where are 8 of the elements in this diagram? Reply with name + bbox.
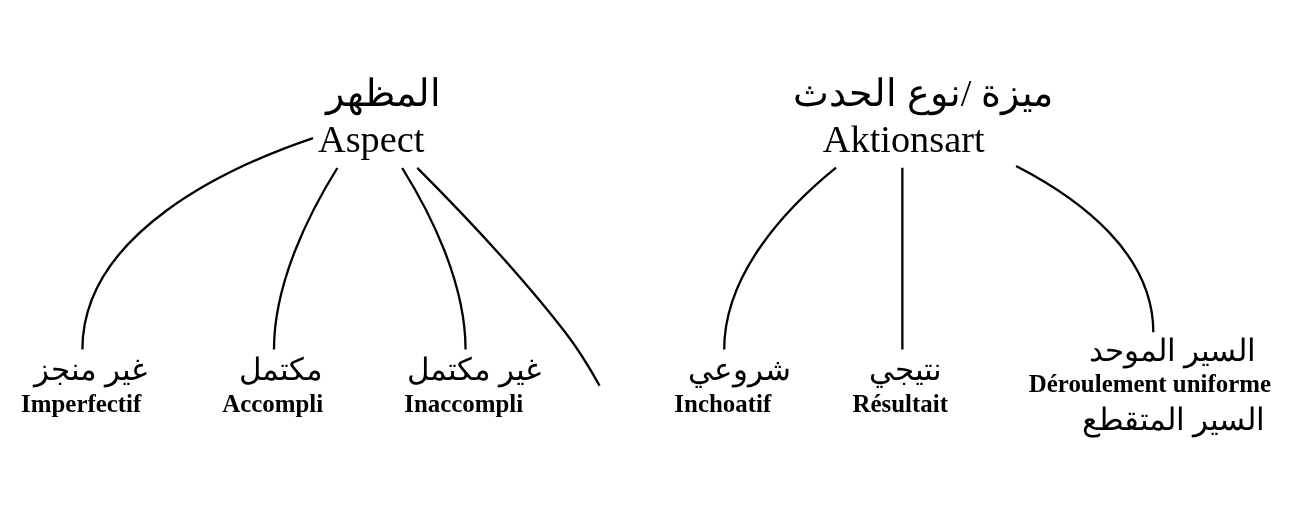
connector bbox=[81, 136, 314, 350]
connector bbox=[401, 166, 467, 349]
connector bbox=[901, 167, 904, 349]
connector bbox=[723, 166, 837, 350]
node-label: السير المتقطع bbox=[1082, 402, 1266, 437]
connector bbox=[416, 166, 601, 386]
connector bbox=[1015, 164, 1155, 332]
connector bbox=[272, 166, 339, 349]
